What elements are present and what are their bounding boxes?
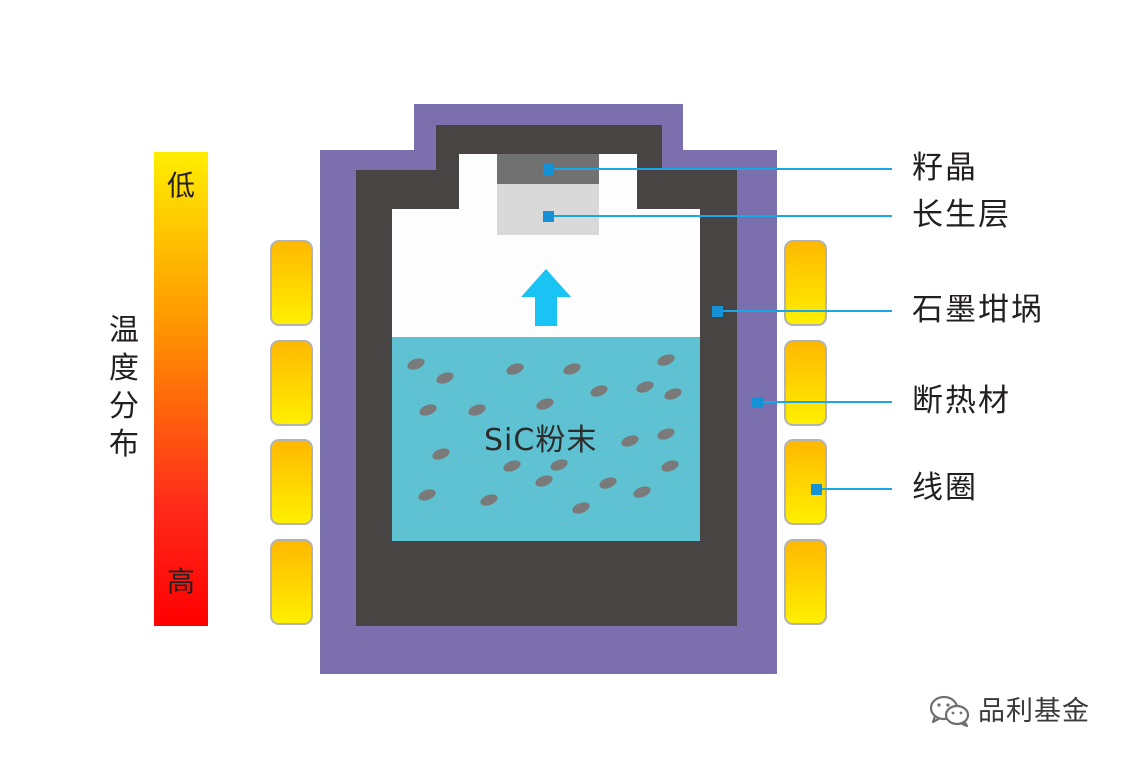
leader-lines [543, 164, 892, 495]
coil-left-2 [270, 340, 313, 426]
temperature-high-label: 高 [167, 565, 196, 598]
temperature-title-char: 温 [109, 313, 139, 348]
powder-particle [661, 460, 679, 472]
powder-particle [468, 404, 486, 416]
coil-left-4 [270, 539, 313, 625]
temperature-title-char: 分 [109, 389, 139, 424]
leader-dot-coil [811, 484, 822, 495]
leader-dot-growth [543, 211, 554, 222]
sic-powder [392, 337, 700, 541]
coil-left-1 [270, 240, 313, 326]
coil-left-3 [270, 439, 313, 525]
coil-label: 线圈 [912, 470, 978, 506]
powder-particle [407, 358, 425, 370]
seed-crystal-label: 籽晶 [912, 150, 978, 186]
powder-particle [633, 486, 651, 498]
induction-coils [270, 240, 827, 625]
graphite-crucible-label: 石墨坩埚 [912, 292, 1044, 328]
temperature-low-label: 低 [167, 169, 196, 202]
coil-right-1 [784, 240, 827, 326]
powder-particle [535, 475, 553, 487]
powder-particle [590, 385, 608, 397]
powder-particle [664, 388, 682, 400]
watermark-text: 品利基金 [978, 695, 1090, 727]
powder-particle [503, 460, 521, 472]
up-arrow-icon [521, 269, 571, 326]
growth-layer [497, 184, 599, 235]
powder-particle [506, 363, 524, 375]
temperature-distribution-title: 温 度 分 布 [108, 312, 140, 464]
powder-particle [599, 477, 617, 489]
temperature-title-char: 布 [109, 427, 139, 462]
leader-dot-insulation [752, 397, 763, 408]
powder-particle [572, 502, 590, 514]
watermark: 品利基金 [928, 694, 1090, 728]
coil-right-2 [784, 340, 827, 426]
powder-particle [621, 435, 639, 447]
coil-right-3 [784, 439, 827, 525]
sic-powder-label: SiC粉末 [484, 423, 598, 458]
leader-dot-seed [543, 164, 554, 175]
powder-particle [550, 459, 568, 471]
powder-particle [480, 494, 498, 506]
temperature-title-char: 度 [109, 351, 139, 386]
powder-particle [418, 489, 436, 501]
insulation-label: 断热材 [912, 383, 1011, 419]
growth-layer-label: 长生层 [912, 197, 1011, 233]
powder-particle [419, 404, 437, 416]
powder-particles [407, 354, 682, 514]
temperature-gradient-bar [154, 152, 208, 626]
coil-right-4 [784, 539, 827, 625]
powder-particle [636, 381, 654, 393]
powder-particle [657, 428, 675, 440]
powder-particle [432, 448, 450, 460]
powder-particle [436, 372, 454, 384]
powder-particle [657, 354, 675, 366]
powder-particle [536, 398, 554, 410]
wechat-icon [929, 695, 970, 728]
leader-dot-crucible [712, 306, 723, 317]
powder-particle [563, 363, 581, 375]
